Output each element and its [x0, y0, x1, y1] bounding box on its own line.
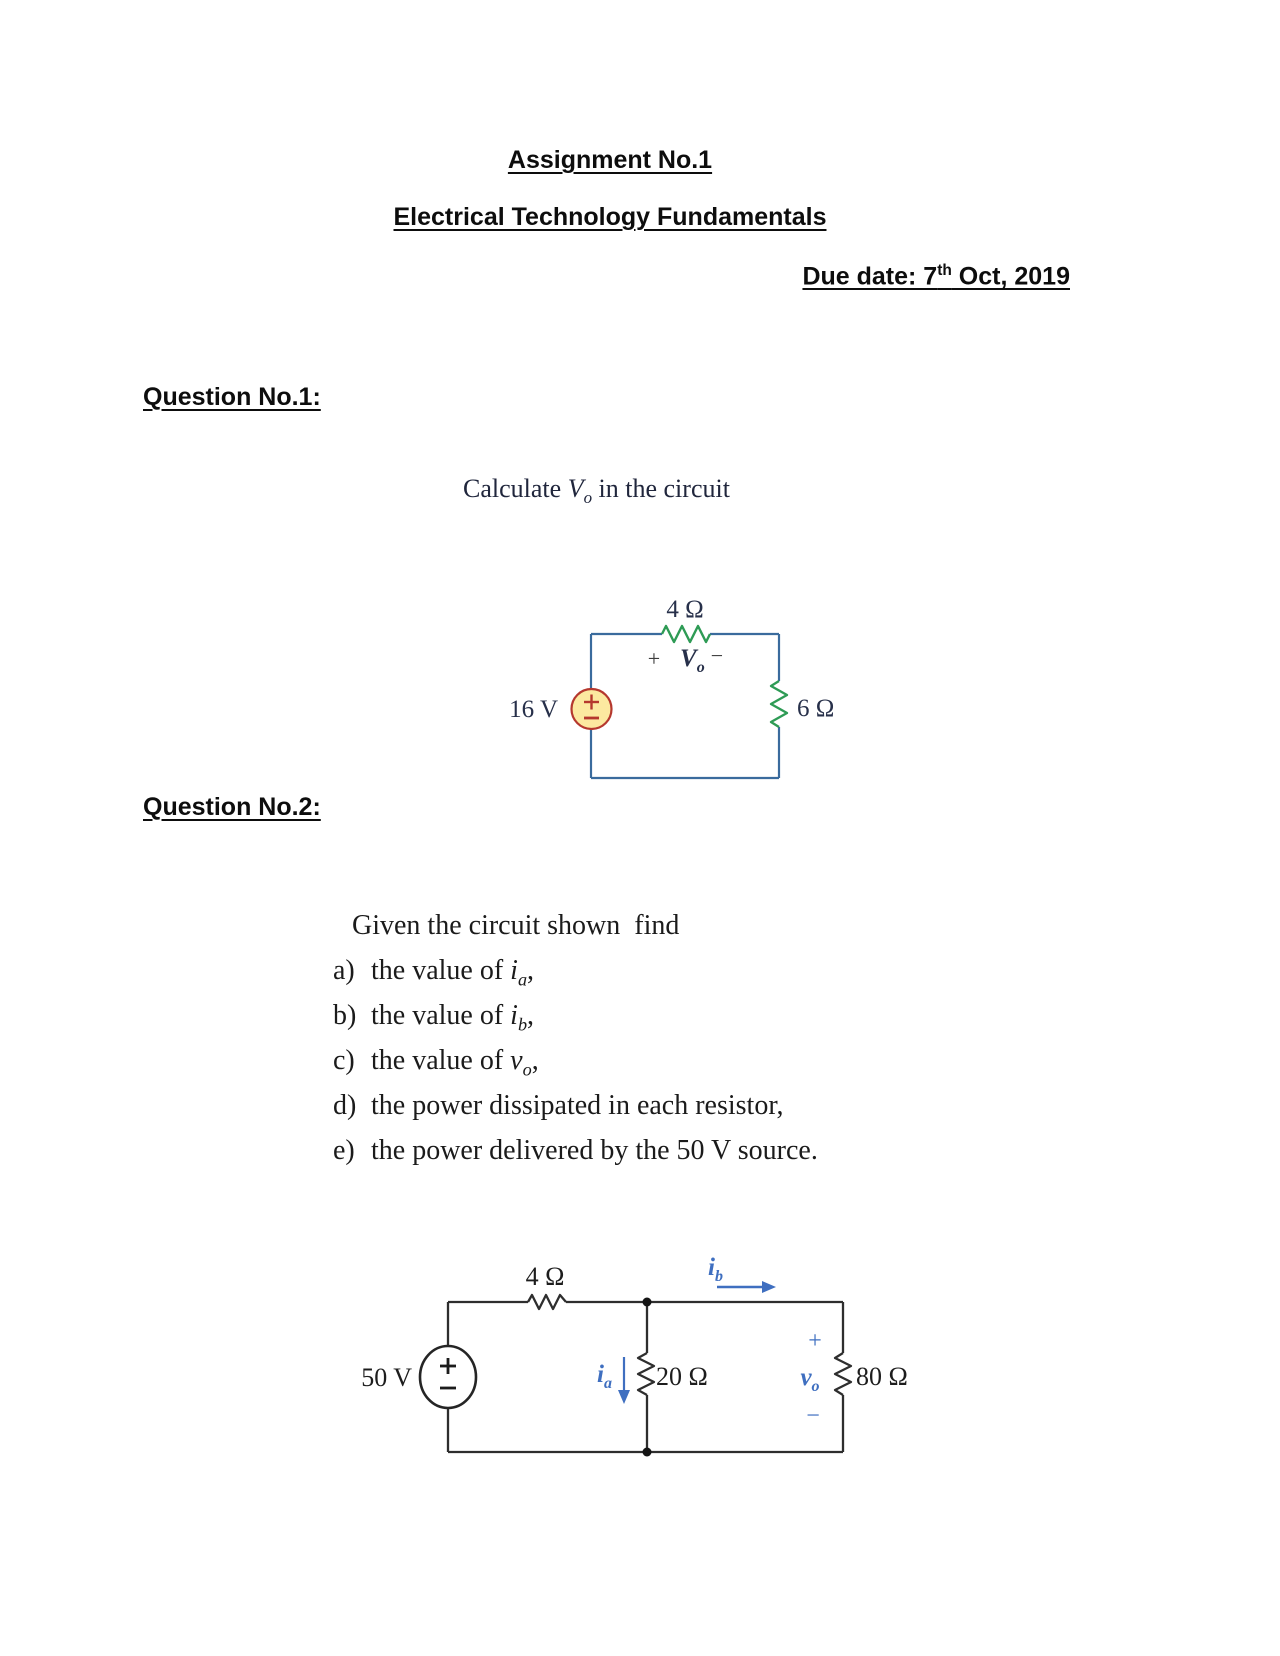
item-variable-sub: b — [517, 1014, 528, 1035]
current-ia-arrow-icon — [618, 1357, 630, 1404]
item-marker: c) — [333, 1045, 355, 1076]
list-item-e: e) the power delivered by the 50 V source… — [333, 1128, 818, 1173]
item-marker: e) — [333, 1135, 355, 1166]
item-variable-sub: o — [522, 1059, 532, 1080]
question-2-heading: Question No.2: — [143, 793, 321, 821]
item-marker: b) — [333, 1000, 357, 1031]
label-plus: + — [808, 1328, 822, 1354]
node-dot-top — [642, 1297, 652, 1307]
label-ib: ib — [708, 1254, 723, 1285]
question-1-prompt: Calculate Vo in the circuit — [437, 444, 730, 538]
label-4ohm: 4 Ω — [526, 1262, 565, 1291]
item-post: , — [527, 1000, 535, 1031]
circuit-2-diagram: 4 Ω ib 50 V ia 20 Ω + vo − 80 Ω — [361, 1254, 908, 1457]
due-date-prefix: Due date: 7 — [802, 262, 938, 291]
resistor-20ohm-icon — [636, 1351, 656, 1397]
list-item-c: c) the value of vo, — [333, 1038, 818, 1083]
label-ia: ia — [597, 1361, 612, 1392]
resistor-4ohm-icon — [527, 1293, 567, 1311]
source-polarity-marks — [440, 1358, 456, 1390]
label-minus: − — [806, 1403, 820, 1429]
label-4ohm: 4 Ω — [666, 596, 703, 623]
item-marker: d) — [333, 1090, 357, 1121]
assignment-title: Assignment No.1 — [507, 146, 713, 174]
circuit-1-diagram: 4 Ω + Vo − 16 V 6 Ω — [509, 596, 834, 780]
ia-variable: i — [597, 1361, 604, 1388]
voltage-source-50v-icon — [418, 1344, 478, 1410]
label-6ohm: 6 Ω — [797, 695, 834, 722]
due-date-suffix: Oct, 2019 — [951, 262, 1070, 291]
item-variable: v — [510, 1045, 523, 1076]
label-16v: 16 V — [509, 696, 558, 723]
label-vo: Vo — [680, 645, 705, 676]
resistor-6ohm-icon — [769, 679, 789, 729]
source-polarity-marks — [584, 694, 599, 720]
circuit-2-wires — [446, 1300, 845, 1454]
label-80ohm: 80 Ω — [856, 1362, 908, 1391]
item-text: the power delivered by the 50 V source. — [371, 1135, 818, 1166]
question-2-intro: Given the circuit shown find — [352, 910, 680, 941]
ib-subscript: b — [715, 1268, 723, 1285]
label-minus: − — [711, 643, 723, 668]
prompt-variable-sub: o — [583, 488, 593, 508]
course-subtitle: Electrical Technology Fundamentals — [393, 203, 827, 231]
label-vo: vo — [800, 1364, 819, 1395]
label-plus: + — [648, 646, 660, 671]
current-ib-arrow-icon — [717, 1281, 776, 1293]
vo-subscript: o — [812, 1378, 820, 1395]
item-text: the power dissipated in each resistor, — [371, 1090, 784, 1121]
label-20ohm: 20 Ω — [656, 1362, 708, 1391]
question-2-body: Given the circuit shown find a) the value… — [333, 903, 818, 1173]
circuit-1-wires — [589, 632, 781, 780]
list-item-d: d) the power dissipated in each resistor, — [333, 1083, 818, 1128]
list-item-a: a) the value of ia, — [333, 948, 818, 993]
item-text: the value of — [371, 955, 511, 986]
resistor-80ohm-icon — [833, 1352, 853, 1396]
prompt-text-pre: Calculate — [463, 474, 568, 503]
prompt-variable: V — [567, 474, 584, 503]
item-text: the value of — [371, 1045, 511, 1076]
item-variable: i — [510, 955, 518, 986]
ia-subscript: a — [604, 1375, 612, 1392]
list-item-b: b) the value of ib, — [333, 993, 818, 1038]
prompt-text-post: in the circuit — [592, 474, 730, 503]
item-marker: a) — [333, 955, 355, 986]
vo-variable: V — [680, 645, 699, 672]
question-1-heading: Question No.1: — [143, 383, 321, 411]
item-post: , — [531, 1045, 539, 1076]
vo-variable: v — [800, 1364, 812, 1391]
resistor-4ohm-icon — [660, 624, 712, 644]
item-post: , — [527, 955, 535, 986]
item-variable: i — [510, 1000, 518, 1031]
node-dot-bottom — [642, 1447, 652, 1457]
item-variable-sub: a — [517, 969, 528, 990]
ib-variable: i — [708, 1254, 715, 1281]
item-text: the value of — [371, 1000, 511, 1031]
due-date: Due date: 7th Oct, 2019 — [802, 262, 1070, 291]
label-50v: 50 V — [361, 1363, 412, 1392]
vo-subscript: o — [697, 659, 705, 676]
due-date-ordinal: th — [937, 262, 952, 279]
